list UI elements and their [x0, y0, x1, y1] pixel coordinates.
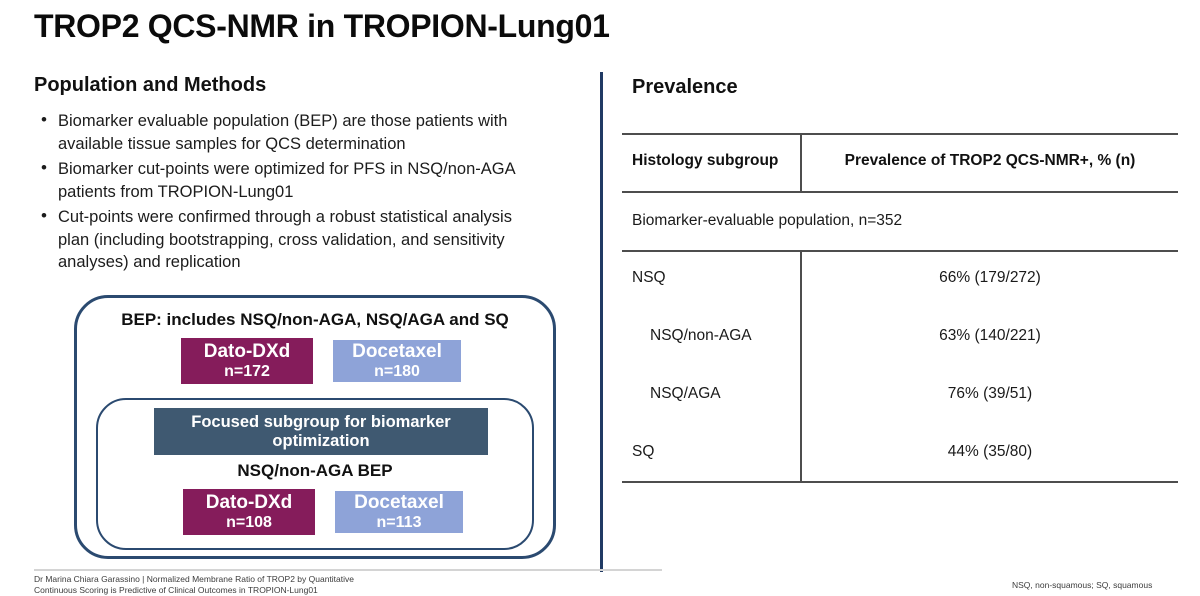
arm-label: Docetaxel — [354, 492, 444, 513]
footer-attribution: Dr Marina Chiara Garassino | Normalized … — [34, 574, 354, 595]
bep-diagram: BEP: includes NSQ/non-AGA, NSQ/AGA and S… — [74, 295, 556, 559]
table-row-value-sq: 44% (35/80) — [947, 443, 1033, 460]
footer-attribution-line1: Dr Marina Chiara Garassino | Normalized … — [34, 574, 354, 584]
arm-n-count: n=108 — [226, 514, 272, 531]
column-header-prevalence: Prevalence of TROP2 QCS-NMR+, % (n) — [844, 152, 1136, 169]
arm-label: Dato-DXd — [205, 492, 293, 513]
table-row-value-nsq-non-aga: 63% (140/221) — [939, 327, 1041, 344]
column-header-histology: Histology subgroup — [632, 152, 779, 169]
focused-subgroup-frame: Focused subgroup for biomarker optimizat… — [96, 398, 534, 550]
population-methods-heading: Population and Methods — [34, 74, 267, 96]
arm-box-docetaxel-subgroup: Docetaxel n=113 — [335, 491, 463, 533]
table-rule-bottom — [622, 481, 1178, 483]
table-row-value-nsq-aga: 76% (39/51) — [947, 385, 1033, 402]
bullet-cutpoints-optimized: Biomarker cut-points were optimized for … — [36, 157, 596, 203]
table-row-population: Biomarker-evaluable population, n=352 — [632, 212, 903, 229]
arm-n-count: n=172 — [224, 363, 270, 380]
bep-outer-label: BEP: includes NSQ/non-AGA, NSQ/AGA and S… — [121, 310, 509, 329]
focused-subgroup-banner: Focused subgroup for biomarker optimizat… — [154, 408, 488, 455]
arm-label: Docetaxel — [352, 341, 442, 362]
bullet-bep-definition: Biomarker evaluable population (BEP) are… — [36, 109, 596, 155]
methods-bullet-list: Biomarker evaluable population (BEP) are… — [36, 109, 596, 277]
arm-n-count: n=113 — [376, 514, 422, 531]
table-row-label-sq: SQ — [632, 443, 655, 460]
table-row-value-nsq: 66% (179/272) — [939, 269, 1041, 286]
prevalence-table: Histology subgroup Prevalence of TROP2 Q… — [622, 133, 1178, 483]
table-column-divider-header — [800, 133, 802, 191]
footer-abbreviations: NSQ, non-squamous; SQ, squamous — [1012, 580, 1153, 590]
arm-box-dato-dxd-bep: Dato-DXd n=172 — [181, 338, 313, 384]
table-rule-header-bottom — [622, 191, 1178, 193]
table-rule-body-top — [622, 250, 1178, 252]
arm-box-docetaxel-bep: Docetaxel n=180 — [333, 340, 461, 382]
panel-divider — [600, 72, 603, 572]
table-rule-top — [622, 133, 1178, 135]
table-row-label-nsq: NSQ — [632, 269, 666, 286]
table-row-label-nsq-non-aga: NSQ/non-AGA — [650, 327, 752, 344]
arm-label: Dato-DXd — [203, 341, 291, 362]
table-column-divider-body — [800, 250, 802, 481]
bullet-cutpoints-confirmed: Cut-points were confirmed through a robu… — [36, 205, 596, 274]
page-title: TROP2 QCS-NMR in TROPION-Lung01 — [34, 8, 610, 44]
arm-box-dato-dxd-subgroup: Dato-DXd n=108 — [183, 489, 315, 535]
footer-divider-band — [34, 569, 662, 571]
nsq-non-aga-bep-label: NSQ/non-AGA BEP — [237, 461, 393, 480]
footer-attribution-line2: Continuous Scoring is Predictive of Clin… — [34, 584, 318, 595]
table-row-label-nsq-aga: NSQ/AGA — [650, 385, 721, 402]
arm-n-count: n=180 — [374, 363, 420, 380]
prevalence-heading: Prevalence — [632, 76, 738, 98]
